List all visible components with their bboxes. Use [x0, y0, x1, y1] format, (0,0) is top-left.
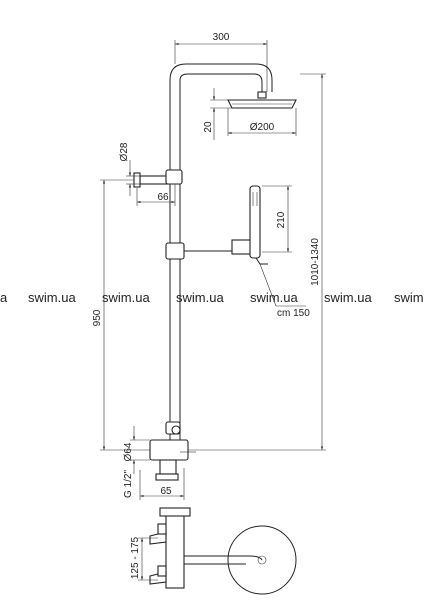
watermark-4: swim.ua: [250, 290, 298, 305]
dim-mixer-diameter-label: Ø64: [123, 442, 134, 461]
watermark-row: a swim.ua swim.ua swim.ua swim.ua swim.u…: [0, 290, 424, 305]
dim-center-distance-label: 125 - 175: [130, 536, 141, 579]
dim-thread-label: G 1/2": [123, 470, 134, 498]
hand-shower: 210: [165, 185, 292, 265]
dim-hose-label: cm 150: [277, 308, 310, 319]
plan-view: 125 - 175: [130, 507, 297, 595]
thermostatic-mixer: Ø64 G 1/2" 65: [123, 421, 196, 500]
dim-hose: cm 150: [259, 263, 310, 319]
dim-head-diameter-label: Ø200: [250, 122, 275, 133]
shower-head: [227, 91, 297, 109]
dim-arm-length-label: 300: [213, 32, 230, 43]
watermark-fragment-right: swim: [394, 290, 424, 305]
dim-bracket-offset-label: 66: [157, 192, 169, 203]
upper-wall-bracket: Ø28 66: [119, 142, 183, 206]
dim-total-height: 1010-1340: [188, 73, 326, 451]
dim-head-thickness: 20: [203, 88, 232, 140]
dim-hand-shower-label: 210: [276, 211, 287, 228]
dim-pipe-height: 950: [92, 179, 160, 451]
dim-pipe-height-label: 950: [92, 309, 103, 326]
watermark-5: swim.ua: [324, 290, 372, 305]
watermark-3: swim.ua: [176, 290, 224, 305]
dim-head-thickness-label: 20: [203, 121, 214, 133]
riser-pipe: [169, 63, 273, 440]
watermark-fragment-left: a: [0, 290, 8, 305]
watermark-2: swim.ua: [102, 290, 150, 305]
dim-head-diameter: Ø200: [227, 108, 297, 136]
dim-arm-length: 300: [174, 32, 268, 92]
dim-mixer-offset-label: 65: [160, 486, 172, 497]
watermark-1: swim.ua: [28, 290, 76, 305]
dim-total-height-label: 1010-1340: [310, 238, 321, 286]
dim-bracket-diameter-label: Ø28: [119, 142, 130, 161]
